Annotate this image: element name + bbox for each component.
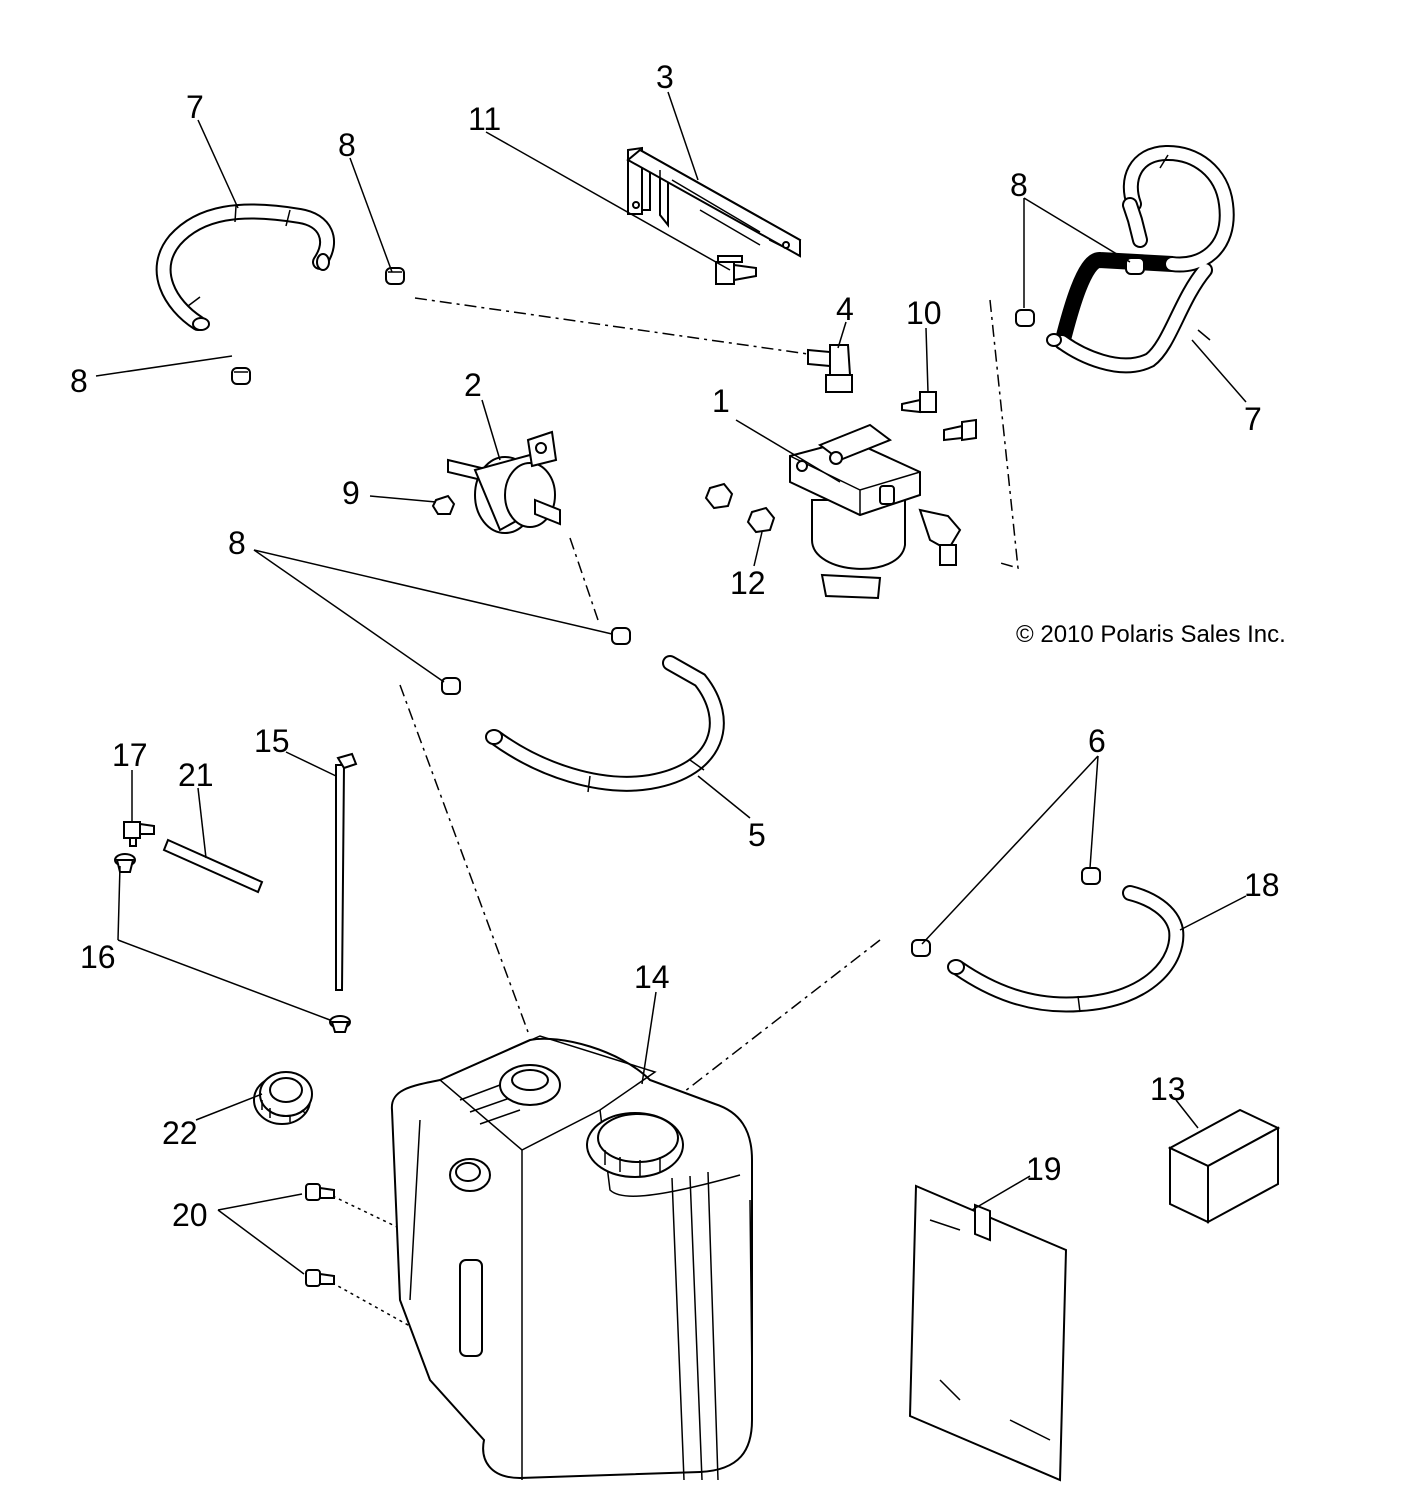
clamp-part-8-a	[385, 267, 405, 285]
callout-6: 6	[1088, 723, 1106, 759]
callout-7-right: 7	[1244, 401, 1262, 437]
hose-part-5	[485, 655, 725, 793]
bolt-part-11	[715, 255, 757, 285]
grommet-part-16-a	[114, 853, 136, 873]
fitting-part-17	[123, 821, 155, 847]
box-part-13	[1167, 1108, 1281, 1224]
clamp-part-8-d	[1125, 257, 1145, 275]
bolt-part-10	[901, 391, 977, 442]
nut-part-12	[704, 482, 776, 534]
fuel-cap-part-22	[253, 1071, 313, 1125]
callout-7-left: 7	[186, 89, 204, 125]
callout-22: 22	[162, 1115, 198, 1151]
callout-15: 15	[254, 723, 290, 759]
callout-8-top-right: 8	[1010, 167, 1028, 203]
callout-8-left: 8	[70, 363, 88, 399]
leader-lines	[95, 91, 1247, 1275]
callout-5: 5	[748, 817, 766, 853]
callout-8-top-left: 8	[338, 127, 356, 163]
bolt-part-20-a	[305, 1183, 335, 1201]
grommet-part-16-b	[329, 1015, 351, 1033]
clamp-part-6-b	[911, 939, 931, 957]
callout-11: 11	[468, 101, 501, 137]
fuel-filter-part-1	[789, 423, 962, 600]
bracket-part	[626, 146, 802, 258]
pickup-tube-part-15	[335, 752, 358, 991]
callout-18: 18	[1244, 867, 1280, 903]
clamp-part-6-a	[1081, 867, 1101, 885]
callout-labels: 1 2 3 4 5 6 7 7 8 8 8 8 9 10 11 12 13 14…	[70, 59, 1280, 1233]
callout-19: 19	[1026, 1151, 1062, 1187]
hose-part-7-right	[1046, 145, 1235, 374]
callout-2: 2	[464, 367, 482, 403]
callout-13: 13	[1150, 1071, 1186, 1107]
copyright-notice: © 2010 Polaris Sales Inc.	[1016, 621, 1286, 648]
elbow-fitting-part-4	[807, 344, 853, 393]
clamp-part-8-e	[611, 627, 631, 645]
callout-10: 10	[906, 295, 942, 331]
callout-3: 3	[656, 59, 674, 95]
callout-16: 16	[80, 939, 116, 975]
bolt-part-20-b	[305, 1269, 335, 1287]
clamp-part-8-b	[231, 367, 251, 385]
nut-part-9	[431, 494, 456, 515]
callout-21: 21	[178, 757, 214, 793]
callout-4: 4	[836, 291, 854, 327]
fuel-pump-part-2	[447, 430, 561, 534]
callout-20: 20	[172, 1197, 208, 1233]
callout-14: 14	[634, 959, 670, 995]
hose-part-7-left	[155, 203, 336, 331]
callout-9: 9	[342, 475, 360, 511]
callout-1: 1	[712, 383, 730, 419]
clamp-part-8-c	[1015, 309, 1035, 327]
decal-part-19	[908, 1184, 1068, 1482]
callout-12: 12	[730, 565, 766, 601]
callout-8-middle: 8	[228, 525, 246, 561]
callout-17: 17	[112, 737, 148, 773]
fuel-tank-part-14	[390, 1035, 753, 1481]
hose-part-18	[947, 885, 1185, 1013]
tube-part-21	[162, 838, 264, 894]
clamp-part-8-f	[441, 677, 461, 695]
